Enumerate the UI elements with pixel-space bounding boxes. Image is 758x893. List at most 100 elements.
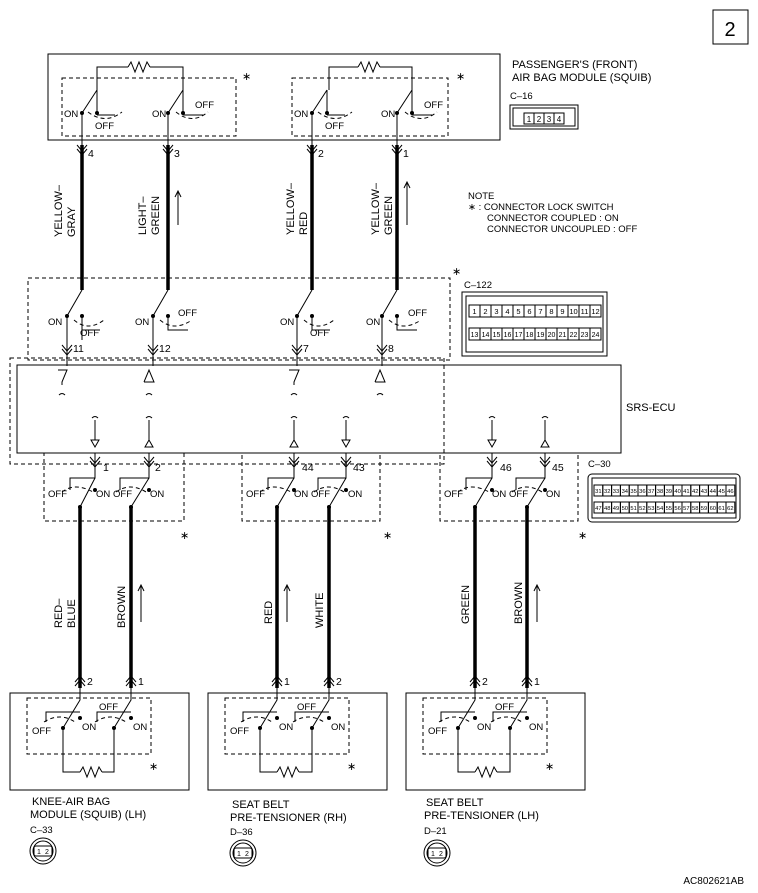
srs-ecu-terminals bbox=[58, 368, 550, 449]
pin-label: 12 bbox=[159, 343, 171, 355]
connector-pin-number: 59 bbox=[701, 506, 707, 512]
pin-label: 7 bbox=[303, 343, 309, 355]
connector-pin-number: 53 bbox=[648, 506, 654, 512]
connector-pin-number: 47 bbox=[595, 506, 601, 512]
connector-pin-number: 44 bbox=[710, 489, 717, 495]
passenger-module-box bbox=[47, 53, 501, 141]
svg-text:ON: ON bbox=[331, 722, 345, 733]
upper-wires bbox=[76, 144, 411, 290]
connector-pin-number: 42 bbox=[692, 489, 698, 495]
connector-pin-number: 57 bbox=[683, 506, 689, 512]
svg-text:2: 2 bbox=[439, 851, 443, 858]
connector-pin-number: 22 bbox=[570, 332, 578, 339]
pretensioner-lh-label-2: PRE-TENSIONER (LH) bbox=[424, 810, 539, 822]
connector-pin-number: 14 bbox=[482, 332, 490, 339]
svg-text:ON: ON bbox=[280, 317, 294, 328]
svg-text:OFF: OFF bbox=[495, 702, 514, 713]
svg-text:YELLOW–: YELLOW– bbox=[285, 182, 297, 235]
pretensioner-rh-box: OFF ON OFF ON ∗ bbox=[207, 688, 388, 791]
connector-pin-number: 41 bbox=[683, 489, 689, 495]
svg-text:ON: ON bbox=[381, 109, 395, 120]
star: ∗ bbox=[452, 266, 461, 278]
pin-label: 11 bbox=[73, 343, 84, 355]
star: ∗ bbox=[456, 71, 465, 83]
svg-text:ON: ON bbox=[133, 722, 147, 733]
svg-text:ON: ON bbox=[294, 109, 308, 120]
page-number: 2 bbox=[724, 19, 735, 41]
note-title: NOTE bbox=[468, 191, 494, 202]
squib-resistor-1 bbox=[96, 60, 184, 90]
connector-pin-number: 5 bbox=[516, 307, 520, 316]
svg-text:ON: ON bbox=[135, 317, 149, 328]
svg-text:OFF: OFF bbox=[113, 489, 132, 500]
svg-text:1: 1 bbox=[527, 115, 532, 124]
knee-airbag-box: OFF ON OFF ON ∗ bbox=[9, 688, 190, 791]
svg-text:OFF: OFF bbox=[311, 489, 330, 500]
svg-text:ON: ON bbox=[152, 109, 166, 120]
connector-pin-number: 31 bbox=[595, 489, 601, 495]
svg-text:ON: ON bbox=[279, 722, 293, 733]
pin-label: 1 bbox=[534, 676, 540, 688]
svg-text:RED: RED bbox=[298, 212, 310, 235]
pin-label: 44 bbox=[302, 462, 314, 474]
connector-pin-number: 56 bbox=[674, 506, 680, 512]
svg-text:ON: ON bbox=[64, 109, 78, 120]
svg-text:OFF: OFF bbox=[178, 308, 197, 319]
svg-text:ON: ON bbox=[529, 722, 543, 733]
srs-ecu-outer bbox=[9, 357, 445, 465]
note-line-3: CONNECTOR UNCOUPLED : OFF bbox=[487, 224, 637, 235]
star: ∗ bbox=[383, 530, 392, 542]
svg-text:OFF: OFF bbox=[95, 121, 114, 132]
svg-text:OFF: OFF bbox=[230, 726, 249, 737]
connector-pin-number: 46 bbox=[727, 489, 733, 495]
connector-pin-number: 49 bbox=[613, 506, 619, 512]
connector-pin-number: 54 bbox=[657, 506, 664, 512]
svg-text:LIGHT–: LIGHT– bbox=[137, 196, 149, 235]
connector-pin-number: 40 bbox=[674, 489, 680, 495]
svg-text:BROWN: BROWN bbox=[116, 586, 128, 628]
svg-text:OFF: OFF bbox=[325, 121, 344, 132]
svg-text:RED: RED bbox=[263, 601, 275, 624]
c122-label: C–122 bbox=[464, 280, 492, 291]
connector-pin-number: 8 bbox=[549, 307, 553, 316]
c122-switches: ON OFF ON OFF ON OFF ON OFF bbox=[48, 289, 427, 366]
connector-pin-cell bbox=[725, 501, 736, 514]
pin-label: 45 bbox=[552, 462, 564, 474]
connector-pin-number: 1 bbox=[472, 307, 476, 316]
svg-text:OFF: OFF bbox=[99, 702, 118, 713]
svg-text:ON: ON bbox=[48, 317, 62, 328]
svg-text:ON: ON bbox=[492, 489, 506, 500]
pin-label: 2 bbox=[318, 148, 324, 160]
svg-text:ON: ON bbox=[477, 722, 491, 733]
connector-pin-number: 60 bbox=[710, 506, 716, 512]
svg-text:OFF: OFF bbox=[80, 328, 99, 339]
switch-group: ON OFF ON OFF ON OFF ON OFF bbox=[64, 89, 443, 145]
svg-text:∗: ∗ bbox=[347, 761, 356, 773]
svg-text:OFF: OFF bbox=[297, 702, 316, 713]
pin-label: 1 bbox=[403, 148, 409, 160]
srs-ecu-label: SRS-ECU bbox=[626, 402, 676, 414]
svg-text:GREEN: GREEN bbox=[460, 585, 472, 624]
srs-ecu-box bbox=[16, 364, 622, 454]
connector-pin-number: 51 bbox=[630, 506, 636, 512]
connector-pin-number: 58 bbox=[692, 506, 698, 512]
svg-text:BLUE: BLUE bbox=[66, 599, 78, 628]
c30-switches: OFF ON OFF ON OFF ON OFF ON OFF ON OFF O… bbox=[48, 453, 560, 509]
connector-pin-cell bbox=[725, 484, 736, 497]
connector-pin-number: 32 bbox=[604, 489, 610, 495]
lower-wires bbox=[74, 507, 541, 688]
connector-pin-number: 39 bbox=[666, 489, 672, 495]
connector-pin-cell bbox=[589, 304, 602, 318]
svg-text:OFF: OFF bbox=[246, 489, 265, 500]
svg-text:OFF: OFF bbox=[444, 489, 463, 500]
svg-text:2: 2 bbox=[537, 115, 542, 124]
c122-switch-region bbox=[27, 277, 451, 361]
pin-label: 8 bbox=[388, 343, 394, 355]
connector-pin-number: 3 bbox=[494, 307, 498, 316]
connector-pin-number: 52 bbox=[639, 506, 645, 512]
pin-label: 43 bbox=[353, 462, 365, 474]
pretensioner-lh-box: OFF ON OFF ON ∗ bbox=[405, 688, 586, 791]
svg-text:∗: ∗ bbox=[545, 761, 554, 773]
